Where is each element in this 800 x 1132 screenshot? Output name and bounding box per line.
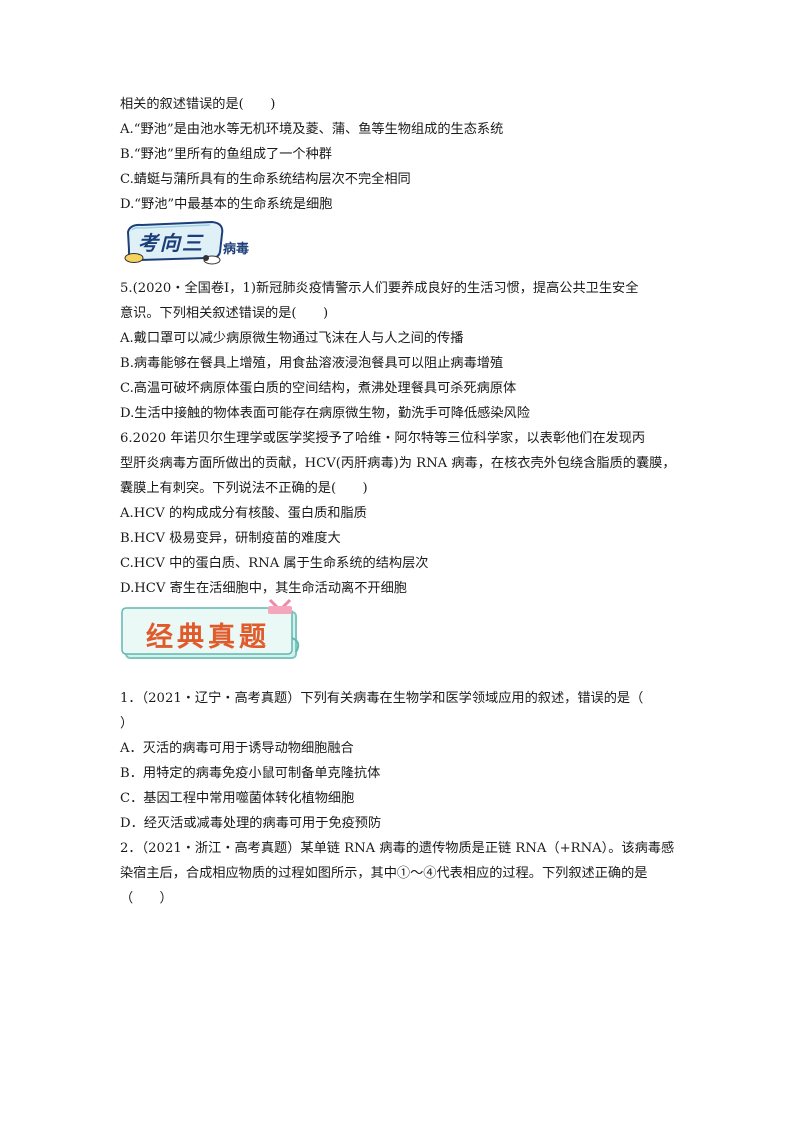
question-4-option-a: A.“野池”是由池水等无机环境及菱、蒲、鱼等生物组成的生态系统 [120,122,504,137]
question-6-option-b: B.HCV 极易变异，研制疫苗的难度大 [120,531,341,546]
classic-question-1-stem-line-2: ） [120,716,134,731]
classic-question-2-stem-line-3: （ ） [120,891,173,906]
banner-frame-icon [124,220,224,265]
question-4-option-b: B.“野池”里所有的鱼组成了一个种群 [120,147,332,162]
question-6-option-a: A.HCV 的构成成分有核酸、蛋白质和脂质 [120,506,367,521]
question-5-option-d: D.生活中接触的物体表面可能存在病原微生物，勤洗手可降低感染风险 [120,406,530,421]
question-5-option-b: B.病毒能够在餐具上增殖，用食盐溶液浸泡餐具可以阻止病毒增殖 [120,356,504,371]
banner-label: 经典真题 [146,622,270,653]
question-6-stem-line-3: 囊膜上有刺突。下列说法不正确的是( ) [120,481,368,496]
classic-question-1-stem-line-1: 1．（2021・辽宁・高考真题）下列有关病毒在生物学和医学领域应用的叙述，错误的… [120,691,644,706]
classic-question-2-stem-line-1: 2．（2021・浙江・高考真题）某单链 RNA 病毒的遗传物质是正链 RNA（+… [120,841,675,856]
question-6-stem-line-2: 型肝炎病毒方面所做出的贡献，HCV(丙肝病毒)为 RNA 病毒，在核衣壳外包绕含… [120,456,676,471]
question-5-option-a: A.戴口罩可以减少病原微生物通过飞沫在人与人之间的传播 [120,331,464,346]
classic-question-1-option-a: A．灭活的病毒可用于诱导动物细胞融合 [120,741,354,756]
classic-question-1-option-b: B．用特定的病毒免疫小鼠可制备单克隆抗体 [120,766,381,781]
classic-question-1-option-c: C．基因工程中常用噬菌体转化植物细胞 [120,791,355,806]
question-4-stem-end: 相关的叙述错误的是( ) [120,97,276,112]
banner-topic: 病毒 [223,242,250,257]
banner-scroll-icon [121,598,300,659]
classic-question-2-stem-line-2: 染宿主后，合成相应物质的过程如图所示，其中①～④代表相应的过程。下列叙述正确的是 [120,866,648,881]
section-banner-topic-3: 考向三 病毒 [120,218,280,266]
classic-question-1-option-d: D．经灭活或减毒处理的病毒可用于免疫预防 [120,816,382,831]
section-banner-classic: 经典真题 [120,598,310,668]
question-6-stem-line-1: 6.2020 年诺贝尔生理学或医学奖授予了哈维・阿尔特等三位科学家，以表彰他们在… [120,431,646,446]
banner-label: 考向三 [138,231,204,255]
question-4-option-c: C.蜻蜓与蒲所具有的生命系统结构层次不完全相同 [120,172,411,187]
question-6-option-c: C.HCV 中的蛋白质、RNA 属于生命系统的结构层次 [120,556,429,571]
question-5-option-c: C.高温可破坏病原体蛋白质的空间结构，煮沸处理餐具可杀死病原体 [120,381,517,396]
question-5-stem-line-2: 意识。下列相关叙述错误的是( ) [120,306,329,321]
question-6-option-d: D.HCV 寄生在活细胞中，其生命活动离不开细胞 [120,581,407,596]
question-5-stem-line-1: 5.(2020・全国卷Ⅰ，1)新冠肺炎疫情警示人们要养成良好的生活习惯，提高公共… [120,281,639,296]
question-4-option-d: D.“野池”中最基本的生命系统是细胞 [120,197,333,212]
